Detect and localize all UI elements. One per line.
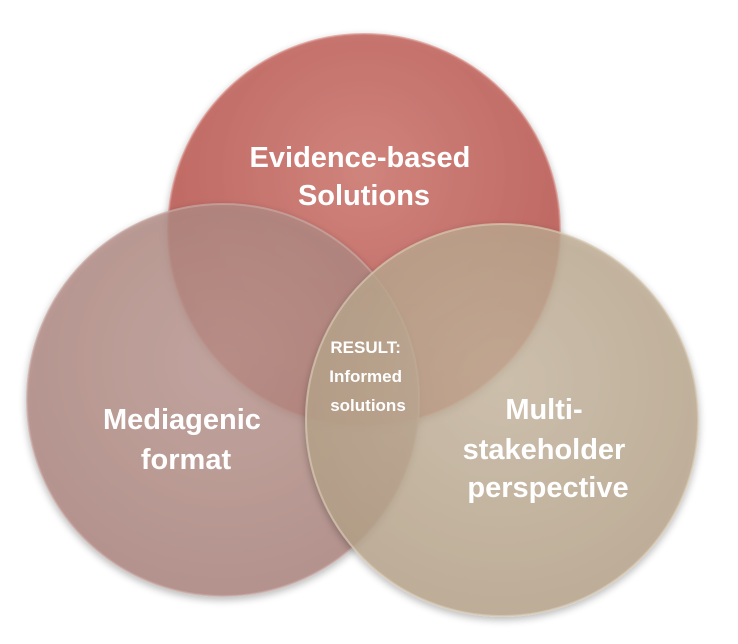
evidence-label-line-1: Evidence-based [250, 142, 471, 174]
result-label: RESULT: Informed solutions [329, 338, 406, 415]
evidence-label-line-2: Solutions [298, 180, 430, 212]
stakeholder-label-line-2: stakeholder [463, 434, 626, 466]
result-label-line-3: solutions [330, 396, 406, 415]
result-label-line-1: RESULT: [330, 338, 401, 357]
stakeholder-label: Multi- stakeholder perspective [463, 394, 634, 504]
result-label-line-2: Informed [329, 367, 402, 386]
stakeholder-label-line-3: perspective [467, 472, 628, 504]
stakeholder-circle [305, 223, 699, 617]
media-label: Mediagenic format [103, 404, 269, 476]
stakeholder-label-line-1: Multi- [505, 394, 582, 426]
media-label-line-1: Mediagenic [103, 404, 261, 436]
media-label-line-2: format [141, 444, 232, 476]
evidence-label: Evidence-based Solutions [250, 142, 479, 212]
